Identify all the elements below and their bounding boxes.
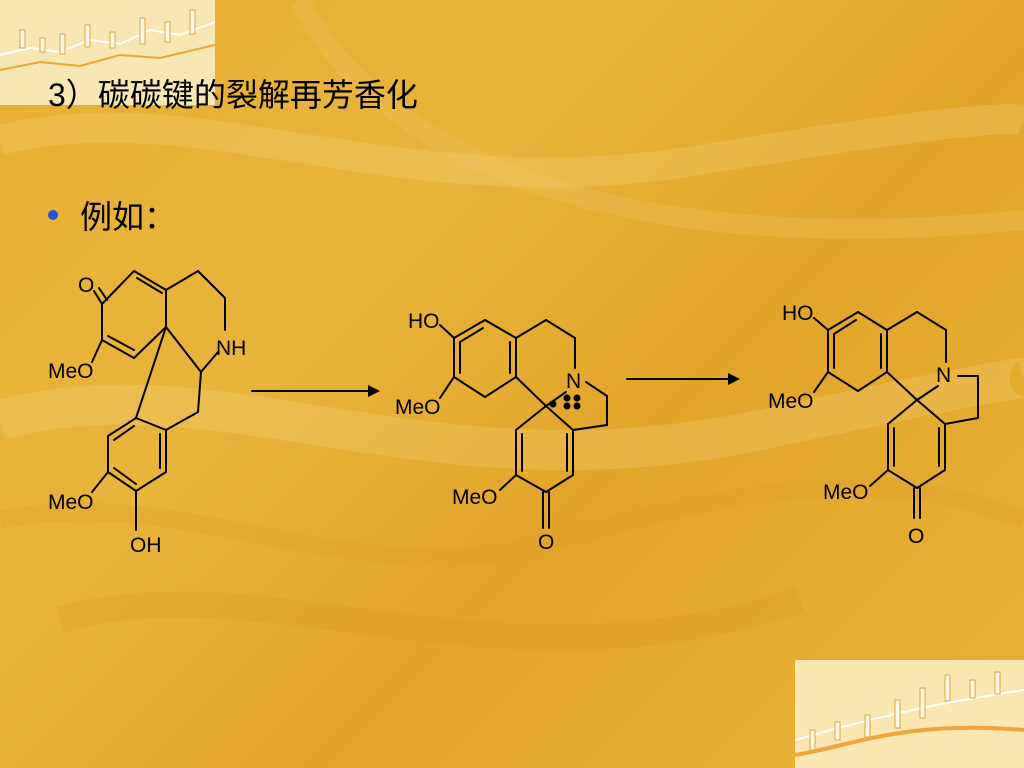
molecule-3: HO MeO N MeO O	[768, 302, 979, 548]
lone-pair-dots-icon	[549, 394, 581, 410]
right-arrow-icon	[251, 385, 380, 397]
mol2-n-label: N	[566, 370, 581, 393]
mol2-oxo-label: O	[538, 531, 554, 554]
mol2-meo-bottom-label: MeO	[452, 486, 498, 509]
mol2-meo-top-label: MeO	[395, 396, 441, 419]
title-number: 3）	[48, 77, 98, 113]
corner-chart-decoration-bottom-right	[795, 660, 1024, 768]
title-text: 碳碳键的裂解再芳香化	[97, 76, 418, 114]
mol2-ho-label: HO	[408, 310, 440, 333]
mol1-meo-bottom-label: MeO	[48, 491, 94, 514]
molecule-2: HO MeO N MeO O	[395, 310, 608, 554]
mol3-ho-label: HO	[782, 302, 814, 325]
mol1-meo-top-label: MeO	[48, 360, 94, 383]
mol3-meo-bottom-label: MeO	[823, 481, 869, 504]
mol3-meo-top-label: MeO	[768, 390, 814, 413]
mol1-nh-label: NH	[216, 337, 246, 360]
slide-title: 3）碳碳键的裂解再芳香化	[48, 70, 418, 116]
right-arrow-icon	[626, 373, 740, 385]
mol1-oxo-label: O	[78, 274, 94, 297]
mol1-oh-label: OH	[130, 534, 162, 557]
bullet-item: 例如：	[48, 192, 176, 238]
mol3-oxo-label: O	[908, 525, 924, 548]
bullet-dot-icon	[48, 210, 58, 220]
molecule-1: O NH MeO MeO OH	[48, 270, 246, 557]
bullet-text: 例如：	[80, 198, 177, 236]
mol3-n-label: N	[936, 364, 951, 387]
corner-chart-decoration-top-left	[0, 0, 215, 105]
